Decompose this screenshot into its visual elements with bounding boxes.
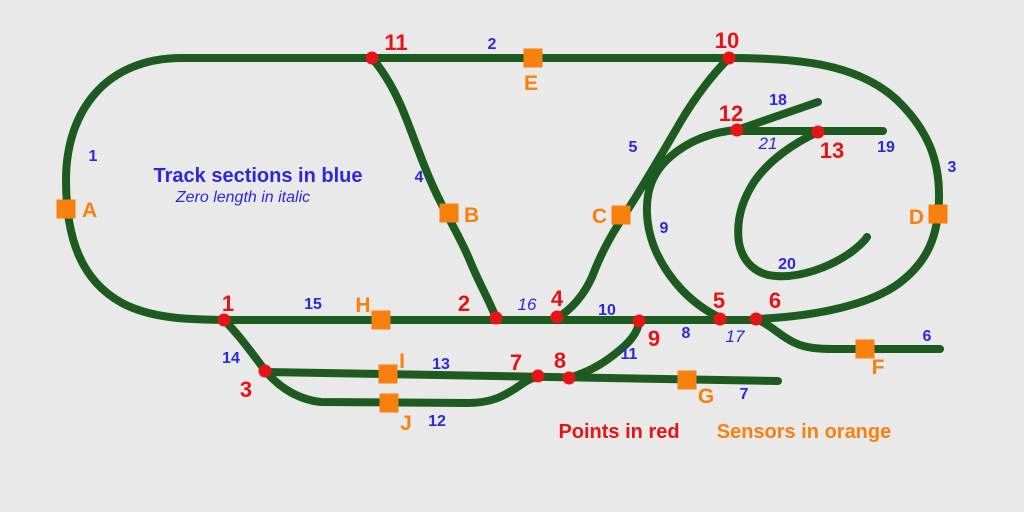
section-label-12: 12 [428, 413, 446, 430]
point-label-2: 2 [458, 291, 470, 316]
section-label-8: 8 [682, 325, 691, 342]
point-marker-8 [562, 371, 576, 385]
sensor-marker-j [379, 393, 399, 413]
sensor-label-i: I [399, 350, 405, 373]
section-label-9: 9 [660, 220, 669, 237]
sensor-label-d: D [909, 206, 924, 229]
sensor-label-g: G [698, 385, 714, 408]
track-section-20-spiral [734, 128, 871, 281]
point-marker-5 [713, 312, 727, 326]
point-label-1: 1 [222, 291, 234, 316]
sensor-marker-b [439, 203, 459, 223]
section-label-17: 17 [726, 327, 745, 346]
sensor-marker-c [611, 205, 631, 225]
sensor-label-a: A [82, 199, 97, 222]
point-label-10: 10 [715, 28, 739, 53]
track-section-18-spur [733, 98, 822, 134]
section-labels-layer: 1 2 3 4 5 6 7 8 9 10 11 12 13 14 15 16 1… [89, 36, 957, 430]
point-label-8: 8 [554, 348, 566, 373]
point-label-3: 3 [240, 377, 252, 402]
sensor-marker-h [371, 310, 391, 330]
point-label-7: 7 [510, 350, 522, 375]
sensor-label-c: C [592, 205, 607, 228]
point-marker-1 [217, 313, 231, 327]
section-label-16: 16 [518, 295, 537, 314]
point-marker-2 [489, 311, 503, 325]
section-label-4: 4 [415, 169, 424, 186]
point-marker-12 [730, 123, 744, 137]
legend-points: Points in red [558, 421, 679, 443]
track-siding-f-6 [753, 315, 944, 353]
legend: Track sections in blue Zero length in it… [154, 165, 892, 443]
sensor-labels-layer: A B C D E F G H I J [82, 72, 924, 435]
section-label-5: 5 [629, 139, 638, 156]
legend-sensors: Sensors in orange [717, 421, 892, 443]
sensor-marker-f [855, 339, 875, 359]
section-label-1: 1 [89, 148, 98, 165]
sensor-label-j: J [400, 412, 412, 435]
point-marker-10 [722, 51, 736, 65]
section-label-18: 18 [769, 92, 787, 109]
sensor-marker-a [56, 199, 76, 219]
point-marker-9 [632, 314, 646, 328]
point-marker-11 [365, 51, 379, 65]
point-marker-6 [749, 312, 763, 326]
section-label-3: 3 [948, 159, 957, 176]
sensor-label-e: E [524, 72, 538, 95]
section-label-20: 20 [778, 256, 796, 273]
points-layer [217, 51, 825, 385]
track-section-5-branch [553, 54, 733, 322]
point-label-4: 4 [551, 286, 564, 311]
point-marker-3 [258, 364, 272, 378]
track-main-oval [61, 54, 762, 324]
sensor-label-b: B [464, 204, 479, 227]
sensors-layer [56, 48, 948, 413]
point-marker-13 [811, 125, 825, 139]
sensor-marker-g [677, 370, 697, 390]
section-label-7: 7 [740, 386, 749, 403]
track-section-4-branch [368, 54, 500, 322]
point-marker-7 [531, 369, 545, 383]
track-siding-j-loop [220, 316, 544, 408]
sensor-label-h: H [355, 294, 370, 317]
legend-track-sections: Track sections in blue [154, 165, 363, 187]
section-label-2: 2 [488, 36, 497, 53]
point-label-9: 9 [648, 326, 660, 351]
point-marker-4 [550, 310, 564, 324]
section-label-10: 10 [598, 302, 616, 319]
sensor-marker-e [523, 48, 543, 68]
track-section-11-link [565, 318, 643, 382]
point-label-5: 5 [713, 288, 725, 313]
sensor-label-f: F [872, 356, 885, 379]
section-label-11: 11 [621, 346, 638, 363]
point-label-11: 11 [384, 30, 407, 55]
section-label-6: 6 [923, 328, 932, 345]
point-label-12: 12 [719, 101, 743, 126]
sensor-marker-d [928, 204, 948, 224]
point-label-13: 13 [820, 138, 844, 163]
point-label-6: 6 [769, 288, 781, 313]
track-section-9-curve [642, 126, 741, 322]
track-outer-loop-3 [725, 54, 944, 323]
section-label-21: 21 [758, 134, 778, 153]
section-label-13: 13 [432, 356, 450, 373]
section-label-19: 19 [877, 139, 895, 156]
section-label-15: 15 [304, 296, 322, 313]
point-labels-layer: 1 2 3 4 5 6 7 8 9 10 11 12 13 [222, 28, 844, 402]
sensor-marker-i [378, 364, 398, 384]
legend-zero-length: Zero length in italic [175, 189, 310, 206]
section-label-14: 14 [222, 350, 240, 367]
track-layer [61, 54, 944, 408]
